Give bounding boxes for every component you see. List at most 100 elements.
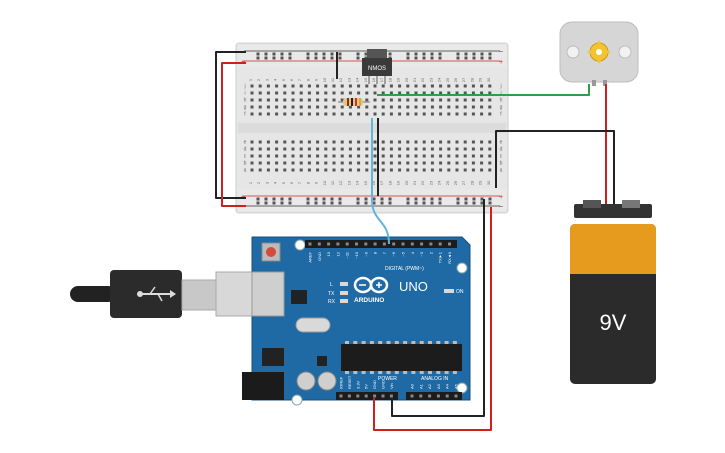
breadboard-hole[interactable]	[447, 168, 451, 172]
rail-hole[interactable]	[472, 56, 476, 60]
breadboard-hole[interactable]	[258, 84, 262, 88]
rail-hole[interactable]	[356, 201, 360, 205]
rail-hole[interactable]	[256, 197, 260, 201]
breadboard-hole[interactable]	[463, 98, 467, 102]
breadboard-hole[interactable]	[422, 112, 426, 116]
breadboard-hole[interactable]	[422, 140, 426, 144]
breadboard-hole[interactable]	[258, 168, 262, 172]
breadboard-hole[interactable]	[250, 147, 254, 151]
breadboard-hole[interactable]	[299, 147, 303, 151]
rail-hole[interactable]	[456, 197, 460, 201]
breadboard-hole[interactable]	[480, 98, 484, 102]
breadboard-hole[interactable]	[258, 112, 262, 116]
rail-hole[interactable]	[364, 201, 368, 205]
power-pin-hole[interactable]	[339, 394, 343, 398]
digital-pin-hole[interactable]	[429, 242, 433, 246]
breadboard-hole[interactable]	[357, 112, 361, 116]
breadboard-hole[interactable]	[406, 154, 410, 158]
breadboard-hole[interactable]	[471, 154, 475, 158]
breadboard-hole[interactable]	[332, 91, 336, 95]
analog-pin-hole[interactable]	[445, 394, 449, 398]
breadboard-hole[interactable]	[398, 112, 402, 116]
breadboard-hole[interactable]	[398, 98, 402, 102]
breadboard-hole[interactable]	[266, 161, 270, 165]
rail-hole[interactable]	[322, 201, 326, 205]
rail-hole[interactable]	[264, 52, 268, 56]
breadboard-hole[interactable]	[332, 161, 336, 165]
breadboard-hole[interactable]	[389, 140, 393, 144]
breadboard-hole[interactable]	[324, 147, 328, 151]
breadboard-hole[interactable]	[414, 147, 418, 151]
rail-hole[interactable]	[406, 201, 410, 205]
breadboard-hole[interactable]	[455, 140, 459, 144]
breadboard-hole[interactable]	[332, 154, 336, 158]
breadboard-hole[interactable]	[250, 112, 254, 116]
breadboard-hole[interactable]	[357, 140, 361, 144]
breadboard-hole[interactable]	[398, 105, 402, 109]
breadboard-hole[interactable]	[463, 91, 467, 95]
breadboard-hole[interactable]	[373, 98, 377, 102]
digital-pin-hole[interactable]	[336, 242, 340, 246]
power-pin-hole[interactable]	[347, 394, 351, 398]
rail-hole[interactable]	[456, 56, 460, 60]
breadboard-hole[interactable]	[266, 105, 270, 109]
breadboard-hole[interactable]	[373, 161, 377, 165]
rail-hole[interactable]	[488, 52, 492, 56]
analog-pin-hole[interactable]	[428, 394, 432, 398]
rail-hole[interactable]	[306, 197, 310, 201]
breadboard-hole[interactable]	[439, 140, 443, 144]
breadboard-hole[interactable]	[422, 91, 426, 95]
dc-motor[interactable]	[559, 21, 639, 86]
breadboard-hole[interactable]	[291, 98, 295, 102]
breadboard-hole[interactable]	[365, 105, 369, 109]
breadboard-hole[interactable]	[398, 161, 402, 165]
breadboard-hole[interactable]	[422, 98, 426, 102]
digital-pin-hole[interactable]	[382, 242, 386, 246]
breadboard-hole[interactable]	[266, 140, 270, 144]
breadboard-hole[interactable]	[275, 140, 279, 144]
rail-hole[interactable]	[372, 201, 376, 205]
breadboard-hole[interactable]	[398, 147, 402, 151]
breadboard-hole[interactable]	[307, 161, 311, 165]
breadboard-hole[interactable]	[463, 154, 467, 158]
breadboard-hole[interactable]	[283, 147, 287, 151]
breadboard-hole[interactable]	[463, 105, 467, 109]
breadboard-hole[interactable]	[406, 98, 410, 102]
rail-hole[interactable]	[322, 197, 326, 201]
rail-hole[interactable]	[456, 52, 460, 56]
breadboard-hole[interactable]	[332, 84, 336, 88]
breadboard-hole[interactable]	[365, 98, 369, 102]
breadboard-hole[interactable]	[447, 140, 451, 144]
rail-hole[interactable]	[288, 56, 292, 60]
breadboard-hole[interactable]	[357, 154, 361, 158]
rail-hole[interactable]	[356, 197, 360, 201]
rail-hole[interactable]	[472, 197, 476, 201]
breadboard-hole[interactable]	[389, 105, 393, 109]
breadboard-hole[interactable]	[381, 105, 385, 109]
breadboard-hole[interactable]	[299, 91, 303, 95]
rail-hole[interactable]	[430, 56, 434, 60]
breadboard-hole[interactable]	[340, 168, 344, 172]
breadboard-hole[interactable]	[357, 147, 361, 151]
breadboard-hole[interactable]	[447, 154, 451, 158]
rail-hole[interactable]	[280, 56, 284, 60]
breadboard-hole[interactable]	[324, 105, 328, 109]
breadboard-hole[interactable]	[316, 154, 320, 158]
breadboard-hole[interactable]	[332, 140, 336, 144]
breadboard-hole[interactable]	[488, 161, 492, 165]
breadboard-hole[interactable]	[316, 168, 320, 172]
breadboard-hole[interactable]	[340, 140, 344, 144]
rail-hole[interactable]	[414, 52, 418, 56]
breadboard-hole[interactable]	[439, 98, 443, 102]
breadboard-hole[interactable]	[389, 147, 393, 151]
breadboard-hole[interactable]	[373, 84, 377, 88]
rail-hole[interactable]	[388, 201, 392, 205]
breadboard-hole[interactable]	[266, 91, 270, 95]
rail-hole[interactable]	[314, 56, 318, 60]
power-pin-hole[interactable]	[356, 394, 360, 398]
breadboard-hole[interactable]	[324, 84, 328, 88]
breadboard-hole[interactable]	[439, 154, 443, 158]
digital-pin-hole[interactable]	[345, 242, 349, 246]
wire-left-rail-ground[interactable]	[215, 51, 246, 199]
rail-hole[interactable]	[456, 201, 460, 205]
